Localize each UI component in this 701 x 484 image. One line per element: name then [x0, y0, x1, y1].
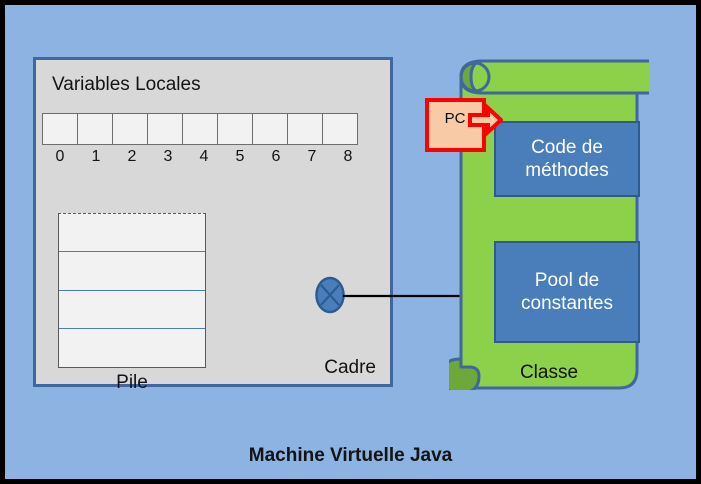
local-variable-slot[interactable]: [287, 113, 323, 145]
program-counter-badge[interactable]: PC: [425, 98, 504, 152]
frame-panel: Variables Locales 0 1 2 3 4 5 6 7 8: [33, 57, 393, 393]
local-variable-slot[interactable]: [147, 113, 183, 145]
stack-divider: [59, 328, 205, 329]
local-variables-index-labels: 0 1 2 3 4 5 6 7 8: [42, 148, 366, 166]
circle-x-icon: [315, 276, 345, 314]
pc-arrow-icon: [425, 98, 504, 152]
operand-stack: [58, 213, 206, 368]
local-variable-slot[interactable]: [252, 113, 288, 145]
slot-index-label: 2: [127, 148, 137, 165]
constant-pool-box[interactable]: Pool de constantes: [494, 241, 640, 343]
stack-divider: [59, 290, 205, 291]
local-variables-slots: [42, 113, 358, 145]
slot-index-label: 7: [307, 148, 317, 165]
stack-label: Pile: [116, 372, 148, 393]
slot-index-label: 4: [199, 148, 209, 165]
local-variable-slot[interactable]: [112, 113, 148, 145]
pc-label: PC: [444, 110, 466, 127]
slot-index-label: 0: [55, 148, 65, 165]
local-variables-title: Variables Locales: [52, 74, 201, 95]
stack-divider: [59, 251, 205, 252]
local-variable-slot[interactable]: [42, 113, 78, 145]
local-variable-slot[interactable]: [182, 113, 218, 145]
local-variable-slot[interactable]: [77, 113, 113, 145]
slot-index-label: 3: [163, 148, 173, 165]
slot-index-label: 5: [235, 148, 245, 165]
class-label: Classe: [519, 362, 579, 383]
slot-index-label: 6: [271, 148, 281, 165]
method-code-box[interactable]: Code de méthodes: [494, 121, 640, 197]
slot-index-label: 8: [343, 148, 353, 165]
diagram-canvas: Variables Locales 0 1 2 3 4 5 6 7 8: [5, 5, 696, 479]
page-title: Machine Virtuelle Java: [248, 445, 453, 466]
slot-index-label: 1: [91, 148, 101, 165]
frame-label: Cadre: [324, 357, 376, 378]
local-variable-slot[interactable]: [322, 113, 358, 145]
local-variable-slot[interactable]: [217, 113, 253, 145]
